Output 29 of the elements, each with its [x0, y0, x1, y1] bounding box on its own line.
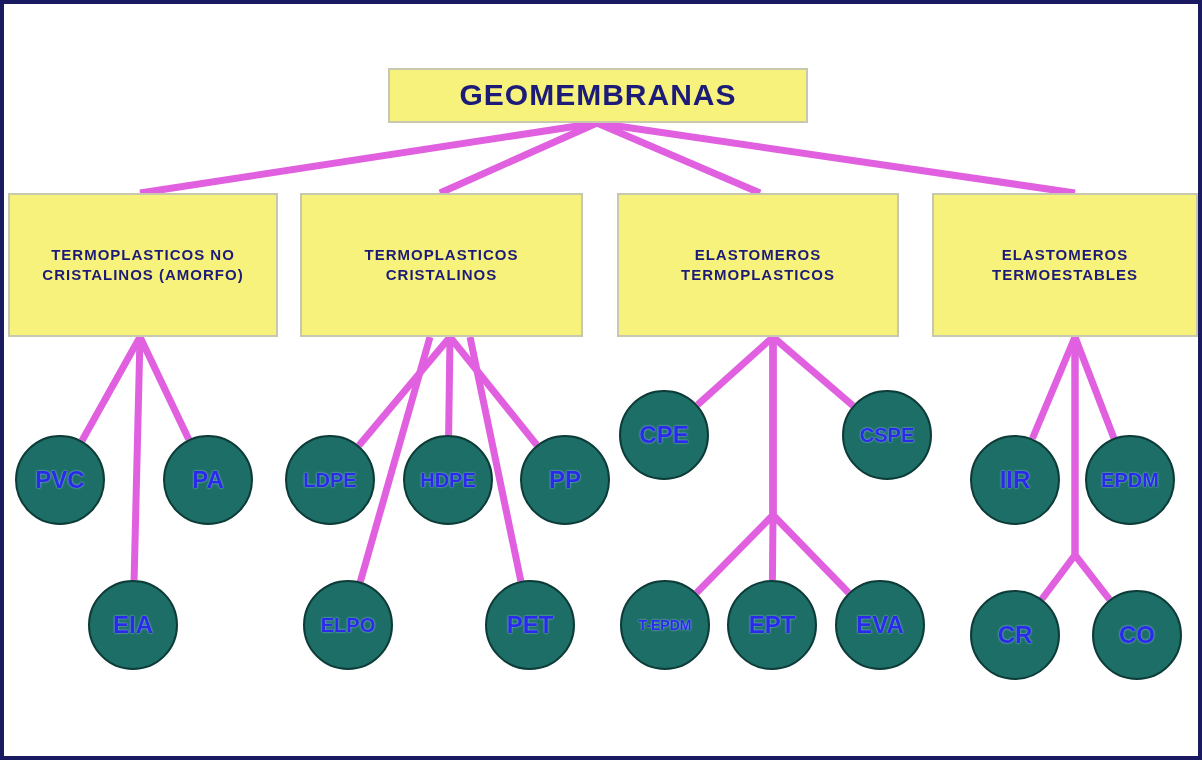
- node-label: IIR: [999, 466, 1031, 494]
- node-label: CR: [997, 621, 1033, 649]
- category-box: [617, 193, 899, 337]
- node-label: EIA: [113, 611, 153, 639]
- node-label: EPDM: [1101, 468, 1159, 492]
- node-label: TERMOPLASTICOS NO CRISTALINOS (AMORFO): [41, 244, 245, 285]
- node-label: HDPE: [420, 468, 476, 492]
- connector-line: [466, 336, 525, 582]
- category-box: [8, 193, 278, 337]
- connector-line: [356, 336, 434, 583]
- category-box: [932, 193, 1198, 337]
- node-label: EVA: [856, 611, 904, 639]
- node-label: CSPE: [859, 423, 915, 447]
- node-label: T-EPDM: [638, 617, 692, 633]
- node-label: PA: [192, 466, 224, 494]
- node-label: EPT: [748, 611, 796, 639]
- node-label: CPE: [639, 421, 689, 449]
- node-label: GEOMEMBRANAS: [458, 77, 738, 114]
- node-label: PP: [549, 466, 581, 494]
- node-label: CO: [1119, 621, 1155, 649]
- category-box: [300, 193, 583, 337]
- node-label: ELASTOMEROS TERMOPLASTICOS: [680, 244, 836, 285]
- category-box: [388, 68, 808, 123]
- node-label: LDPE: [303, 468, 357, 492]
- node-label: ELPO: [320, 613, 376, 637]
- node-label: TERMOPLASTICOS CRISTALINOS: [363, 244, 520, 285]
- node-label: ELASTOMEROS TERMOESTABLES: [990, 244, 1140, 285]
- node-label: PET: [506, 611, 554, 639]
- node-label: PVC: [35, 466, 85, 494]
